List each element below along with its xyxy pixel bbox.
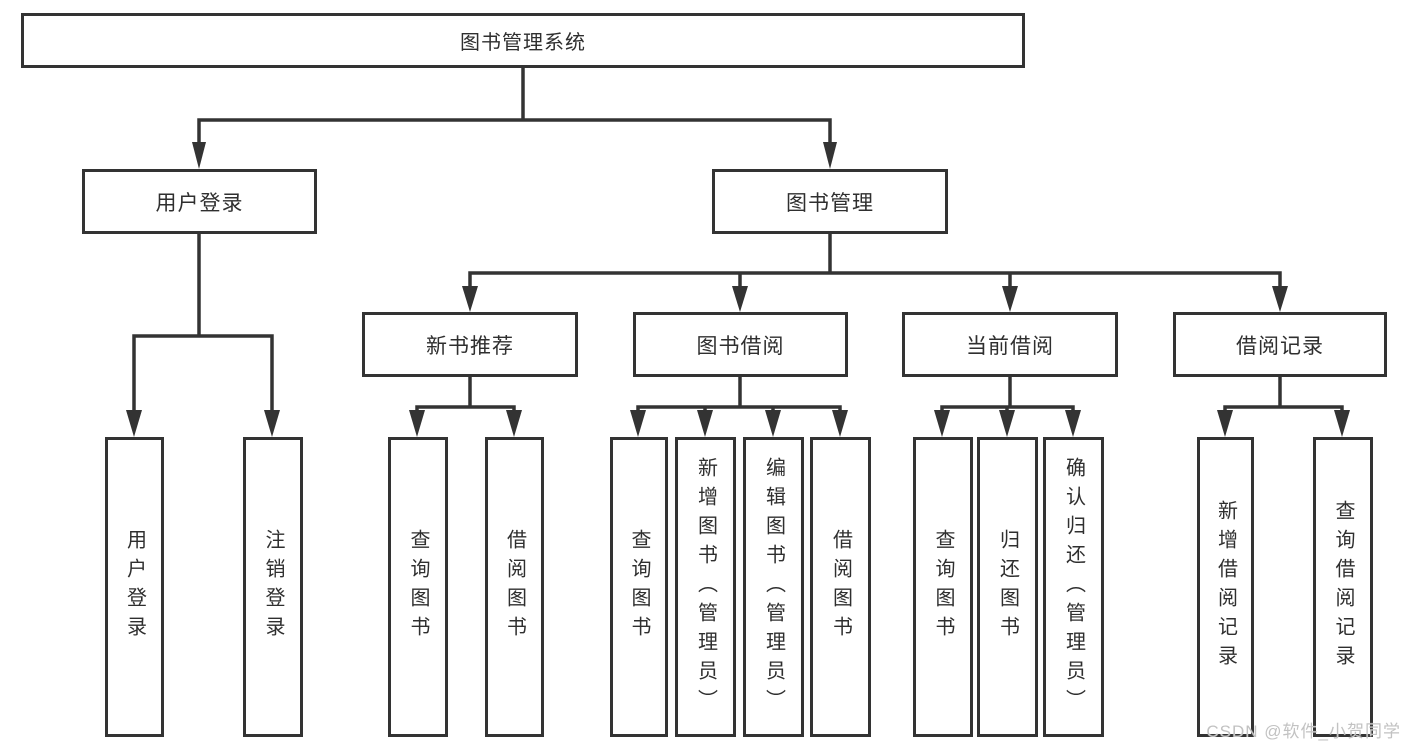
node-book-management-label: 图书管理 [786, 191, 874, 215]
connector-records-split [1223, 374, 1344, 415]
leaf-return-books: 归还图书 [977, 437, 1038, 737]
node-current-borrow: 当前借阅 [902, 312, 1118, 377]
leaf-return-books-label: 归还图书 [996, 529, 1019, 645]
node-library-system: 图书管理系统 [21, 13, 1025, 68]
node-library-system-label: 图书管理系统 [460, 32, 586, 54]
leaf-user-login-label: 用户登录 [123, 529, 146, 645]
node-book-management: 图书管理 [712, 169, 948, 234]
leaf-query-borrow-record: 查询借阅记录 [1313, 437, 1373, 737]
leaf-add-book-admin: 新增图书（管理员） [675, 437, 736, 737]
connector-borrow-split [636, 374, 842, 415]
node-user-login-label: 用户登录 [155, 191, 244, 215]
connector-root-split [197, 66, 832, 147]
leaf-logout: 注销登录 [243, 437, 303, 737]
node-user-login: 用户登录 [82, 169, 317, 234]
leaf-borrow-books: 借阅图书 [810, 437, 871, 737]
leaf-query-books-current-label: 查询图书 [932, 529, 954, 645]
leaf-add-borrow-record-label: 新增借阅记录 [1214, 500, 1237, 674]
leaf-query-borrow-record-label: 查询借阅记录 [1332, 500, 1354, 674]
leaf-query-books-recommend-label: 查询图书 [407, 529, 429, 645]
leaf-borrow-books-recommend-label: 借阅图书 [503, 529, 526, 645]
node-book-borrow-label: 图书借阅 [696, 334, 785, 358]
leaf-borrow-books-label: 借阅图书 [829, 529, 852, 645]
node-new-book-recommend: 新书推荐 [362, 312, 578, 377]
leaf-edit-book-admin-label: 编辑图书（管理员） [762, 456, 785, 718]
node-borrow-records: 借阅记录 [1173, 312, 1387, 377]
leaf-edit-book-admin: 编辑图书（管理员） [743, 437, 804, 737]
leaf-confirm-return-admin: 确认归还（管理员） [1043, 437, 1104, 737]
leaf-logout-label: 注销登录 [262, 529, 284, 645]
leaf-query-books-current: 查询图书 [913, 437, 973, 737]
connector-newbook-split [415, 374, 516, 415]
connector-userlogin-split [132, 231, 274, 415]
leaf-add-borrow-record: 新增借阅记录 [1197, 437, 1254, 737]
leaf-query-books-borrow: 查询图书 [610, 437, 668, 737]
leaf-confirm-return-admin-label: 确认归还（管理员） [1062, 456, 1085, 718]
connector-bookmgmt-split [468, 232, 1282, 290]
connector-current-split [940, 374, 1075, 415]
node-borrow-records-label: 借阅记录 [1236, 334, 1324, 358]
node-new-book-recommend-label: 新书推荐 [426, 334, 514, 358]
arrowheads [126, 142, 1350, 437]
node-current-borrow-label: 当前借阅 [966, 334, 1054, 358]
leaf-user-login: 用户登录 [105, 437, 164, 737]
leaf-query-books-recommend: 查询图书 [388, 437, 448, 737]
watermark: CSDN @软件_小贺同学 [1206, 722, 1401, 741]
leaf-add-book-admin-label: 新增图书（管理员） [694, 456, 717, 718]
leaf-borrow-books-recommend: 借阅图书 [485, 437, 544, 737]
node-book-borrow: 图书借阅 [633, 312, 848, 377]
leaf-query-books-borrow-label: 查询图书 [628, 529, 650, 645]
